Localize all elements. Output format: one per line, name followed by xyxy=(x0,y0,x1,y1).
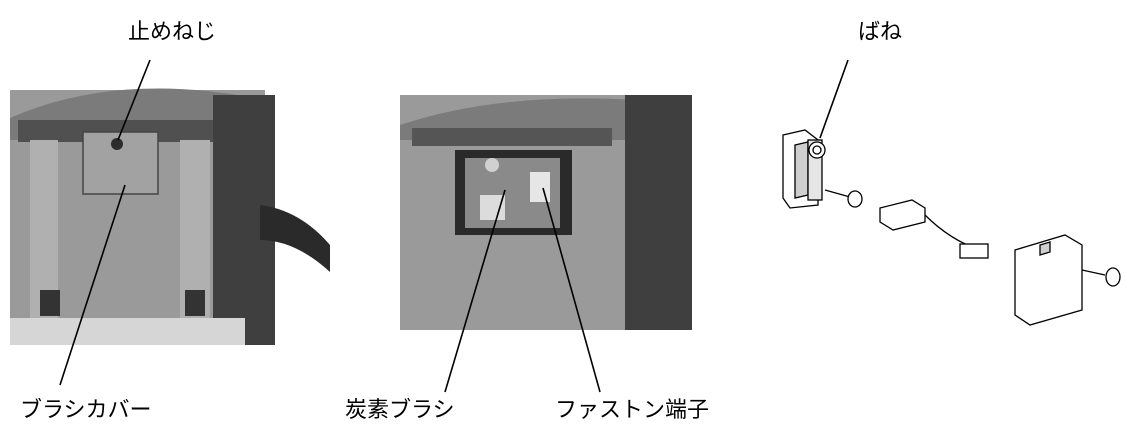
set-screw-head xyxy=(111,138,123,150)
bracket-inner xyxy=(794,141,809,199)
center-top-shadow xyxy=(412,128,612,146)
label-set-screw: 止めねじ xyxy=(128,20,217,45)
label-carbon-brush: 炭素ブラシ xyxy=(345,398,455,423)
faston-terminal-part xyxy=(530,172,550,202)
screw-2-head xyxy=(1105,267,1121,287)
screw-1-head xyxy=(847,190,863,208)
exploded-drawing xyxy=(782,129,1121,326)
left-cable xyxy=(260,205,330,272)
leader-spring xyxy=(819,59,849,139)
label-spring: ばね xyxy=(858,20,903,45)
leader-lines xyxy=(59,59,849,393)
motor-photo-center xyxy=(400,95,692,330)
leader-set-screw xyxy=(117,59,151,141)
left-foot-bolt-2 xyxy=(185,290,205,316)
motor-photo-left xyxy=(10,88,330,345)
label-faston-terminal: ファストン端子 xyxy=(555,398,710,423)
leader-brush-cover xyxy=(59,184,126,386)
left-top-shadow xyxy=(18,120,213,142)
left-foot-bolt-1 xyxy=(40,290,60,316)
left-base xyxy=(10,318,245,345)
center-side-block xyxy=(625,95,692,330)
carbon-brush-part xyxy=(879,199,926,231)
spring-core xyxy=(812,145,822,155)
faston-connector xyxy=(959,243,989,259)
leader-faston-terminal xyxy=(542,187,601,393)
cover-notch xyxy=(1039,241,1051,256)
label-brush-cover: ブラシカバー xyxy=(20,398,152,423)
spring-coil xyxy=(485,158,499,172)
carbon-brush-block xyxy=(480,195,505,220)
leader-carbon-brush xyxy=(444,189,506,393)
screw-1-shaft xyxy=(824,189,851,198)
brush-cover-part xyxy=(1014,234,1083,326)
screw-2-shaft xyxy=(1081,269,1106,276)
